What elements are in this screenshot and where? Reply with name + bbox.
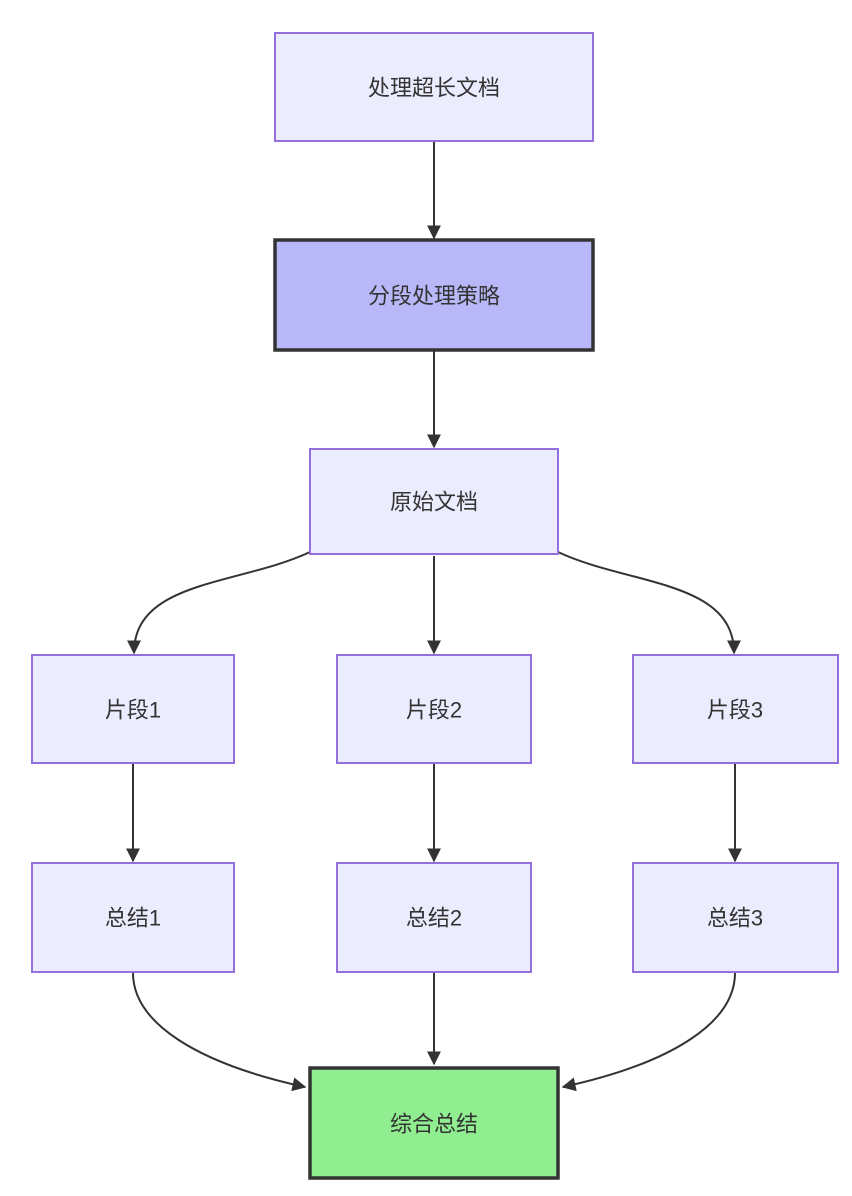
node-strategy-label: 分段处理策略 xyxy=(368,284,500,309)
node-chunk1: 片段1 xyxy=(31,654,235,764)
node-chunk2-label: 片段2 xyxy=(406,698,462,723)
node-start: 处理超长文档 xyxy=(274,32,594,142)
node-start-box xyxy=(274,32,594,142)
node-chunk3: 片段3 xyxy=(632,654,839,764)
node-summary2-label: 总结2 xyxy=(406,906,462,931)
node-source-box xyxy=(309,448,559,555)
node-summary3: 总结3 xyxy=(632,862,839,973)
node-source: 原始文档 xyxy=(309,448,559,555)
node-chunk1-label: 片段1 xyxy=(105,698,161,723)
edge-summary3-to-final xyxy=(561,972,736,1092)
node-summary1-box xyxy=(31,862,235,973)
node-summary1: 总结1 xyxy=(31,862,235,973)
node-summary1-label: 总结1 xyxy=(105,906,161,931)
node-chunk3-box xyxy=(632,654,839,764)
node-chunk2-box xyxy=(336,654,532,764)
node-summary3-box xyxy=(632,862,839,973)
edge-summary1-to-final xyxy=(132,972,307,1092)
node-summary2-box xyxy=(336,862,532,973)
node-final-box xyxy=(308,1066,560,1180)
node-strategy: 分段处理策略 xyxy=(273,238,595,352)
edge-source-to-chunk3 xyxy=(557,551,741,655)
node-chunk1-box xyxy=(31,654,235,764)
node-summary2: 总结2 xyxy=(336,862,532,973)
node-source-label: 原始文档 xyxy=(390,490,478,515)
node-start-label: 处理超长文档 xyxy=(368,76,500,101)
edge-source-to-chunk1 xyxy=(127,551,311,655)
node-chunk2: 片段2 xyxy=(336,654,532,764)
node-final: 综合总结 xyxy=(308,1066,560,1180)
node-strategy-box xyxy=(273,238,595,352)
node-summary3-label: 总结3 xyxy=(707,906,763,931)
node-final-label: 综合总结 xyxy=(390,1112,478,1137)
edge-layer xyxy=(126,141,742,1092)
node-chunk3-label: 片段3 xyxy=(707,698,763,723)
